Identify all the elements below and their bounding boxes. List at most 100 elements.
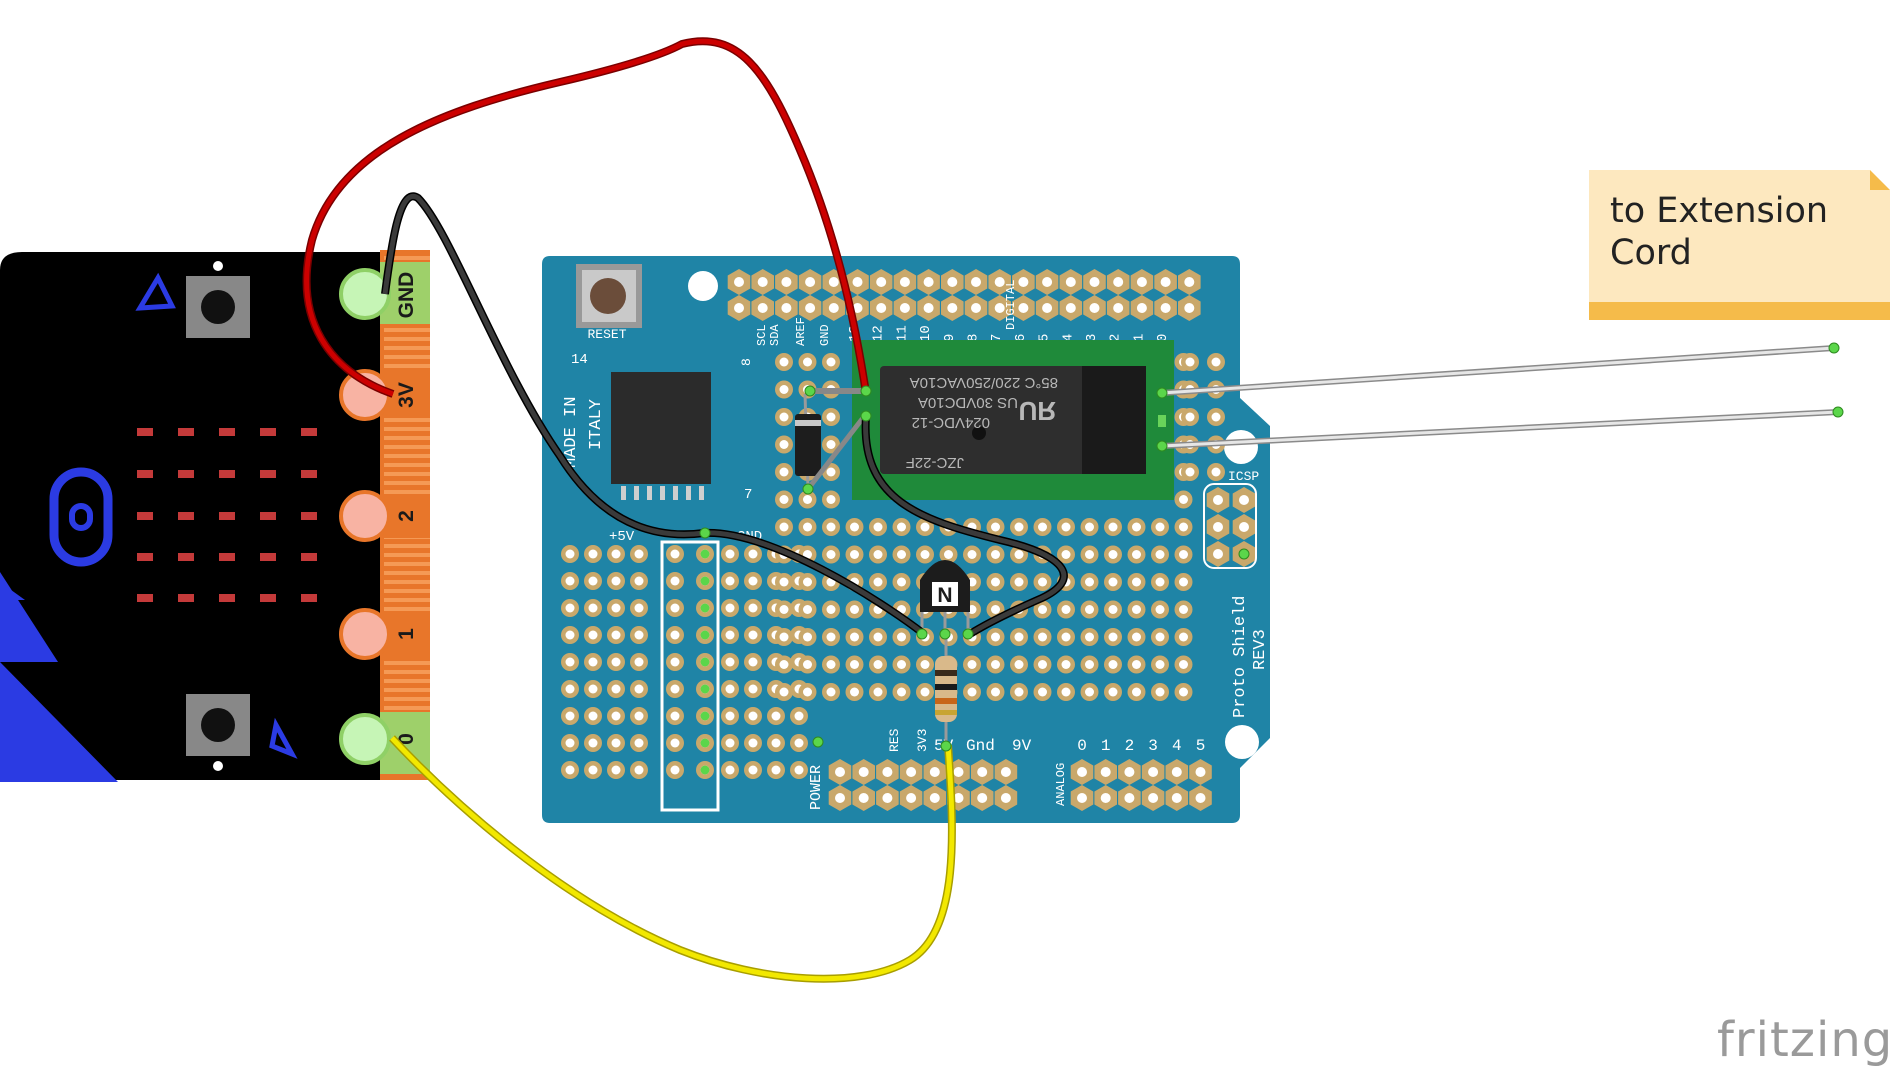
led [260, 428, 276, 436]
ic-chip [611, 372, 711, 500]
jumper-wire [806, 412, 868, 491]
led [137, 470, 153, 478]
pin-1[interactable] [339, 608, 391, 660]
note-text: to Extension Cord [1610, 191, 1829, 273]
top-header-labels: SCL SDA AREF GND 8 DIGITAL [739, 280, 1018, 366]
led [137, 512, 153, 520]
led [137, 553, 153, 561]
microbit-board: GND 3V 2 1 0 [0, 250, 430, 782]
connection-dot [1832, 406, 1844, 418]
reset-button[interactable] [576, 264, 642, 328]
svg-text:SCL: SCL [755, 324, 769, 346]
corner-triangle [0, 662, 118, 782]
connection-points [699, 342, 1844, 775]
analog-pin-number: 3 [1148, 737, 1158, 755]
led [219, 428, 235, 436]
diode[interactable] [795, 393, 821, 489]
rev-label: REV3 [1251, 629, 1270, 670]
led [301, 428, 317, 436]
connection-dot [939, 628, 951, 640]
analog-pin-number: 0 [1077, 737, 1087, 755]
button-a-marker-icon [135, 272, 176, 311]
mount-hole [1224, 430, 1258, 464]
rail-connection-dot [700, 576, 710, 586]
ic-pin-14: 14 [571, 352, 588, 368]
digital-pin-number: 7 [989, 334, 1005, 342]
svg-text:SDA: SDA [768, 324, 782, 346]
digital-pin-number: 0 [1155, 334, 1171, 342]
relay-spec-line3: 024VDC-12 [912, 414, 990, 431]
rail-plus-label: +5V [609, 529, 635, 545]
led [178, 594, 194, 602]
led [301, 594, 317, 602]
wire-red-3v[interactable] [304, 38, 869, 397]
svg-text:AREF: AREF [794, 317, 808, 346]
relay-logo: ЯU [1019, 396, 1056, 426]
rail-connection-dot [700, 765, 710, 775]
power-pin-3v3: 3V3 [915, 729, 930, 752]
led [301, 470, 317, 478]
annotation-note[interactable]: to Extension Cord [1589, 170, 1890, 320]
wire-black-coil[interactable] [863, 415, 1067, 637]
led [219, 470, 235, 478]
connection-dot [1156, 387, 1168, 399]
led [260, 553, 276, 561]
wire-black-gnd[interactable] [382, 193, 926, 636]
connection-dot [804, 385, 816, 397]
hole-grid [561, 269, 1256, 811]
relay-module[interactable]: 85°C 220/250VAC10A US 30VDC10A 024VDC-12… [852, 340, 1174, 500]
rail-connection-dot [700, 630, 710, 640]
connection-dot [860, 385, 872, 397]
button-b[interactable] [186, 694, 250, 771]
svg-text:DIGITAL: DIGITAL [1004, 280, 1018, 330]
rail-connection-dot [700, 657, 710, 667]
digital-pin-number: 1 [1131, 334, 1147, 342]
led [301, 512, 317, 520]
digital-pin-number: 10 [918, 325, 934, 342]
digital-pin-number: 2 [1108, 334, 1124, 342]
power-pin-9v: 9V [1012, 737, 1032, 755]
made-in-label: MADE IN [562, 397, 581, 468]
analog-pin-number: 2 [1125, 737, 1135, 755]
relay-spec-line2: US 30VDC10A [918, 394, 1018, 411]
pin-2[interactable] [339, 490, 391, 542]
transistor-npn[interactable]: N [920, 560, 970, 634]
wire-extension-1[interactable] [1161, 346, 1835, 395]
digital-pin-number: 8 [966, 334, 982, 342]
power-label: POWER [808, 765, 825, 810]
rail-connection-dot [700, 549, 710, 559]
mount-hole [1225, 725, 1259, 759]
pin-label-2: 2 [395, 510, 418, 522]
mount-hole [688, 271, 718, 301]
analog-label: ANALOG [1054, 763, 1068, 806]
power-rail-outline [660, 540, 720, 812]
digital-pin-number: 11 [894, 325, 910, 342]
ic-pin-7: 7 [744, 487, 752, 503]
brand-label: Proto Shield [1231, 596, 1250, 718]
digital-pin-number: 5 [1037, 334, 1053, 342]
led [178, 428, 194, 436]
wire-yellow-pin0[interactable] [390, 736, 955, 982]
pin-0[interactable] [339, 713, 391, 765]
note-bar [1589, 302, 1890, 320]
led [178, 512, 194, 520]
reset-label: RESET [587, 327, 626, 342]
svg-text:8: 8 [739, 358, 754, 366]
connection-dot [940, 740, 952, 752]
resistor[interactable] [935, 636, 957, 746]
led [301, 553, 317, 561]
button-a[interactable] [186, 261, 250, 338]
pin-label-0: 0 [395, 733, 418, 745]
connection-dot [916, 628, 928, 640]
led [178, 470, 194, 478]
led [219, 553, 235, 561]
pin-gnd[interactable] [339, 268, 391, 320]
connection-dot [699, 527, 711, 539]
icsp-label: ICSP [1228, 469, 1259, 484]
analog-pin-number: 1 [1101, 737, 1111, 755]
digital-pin-number: 12 [871, 325, 887, 342]
led [137, 428, 153, 436]
wire-extension-2[interactable] [1161, 410, 1839, 448]
